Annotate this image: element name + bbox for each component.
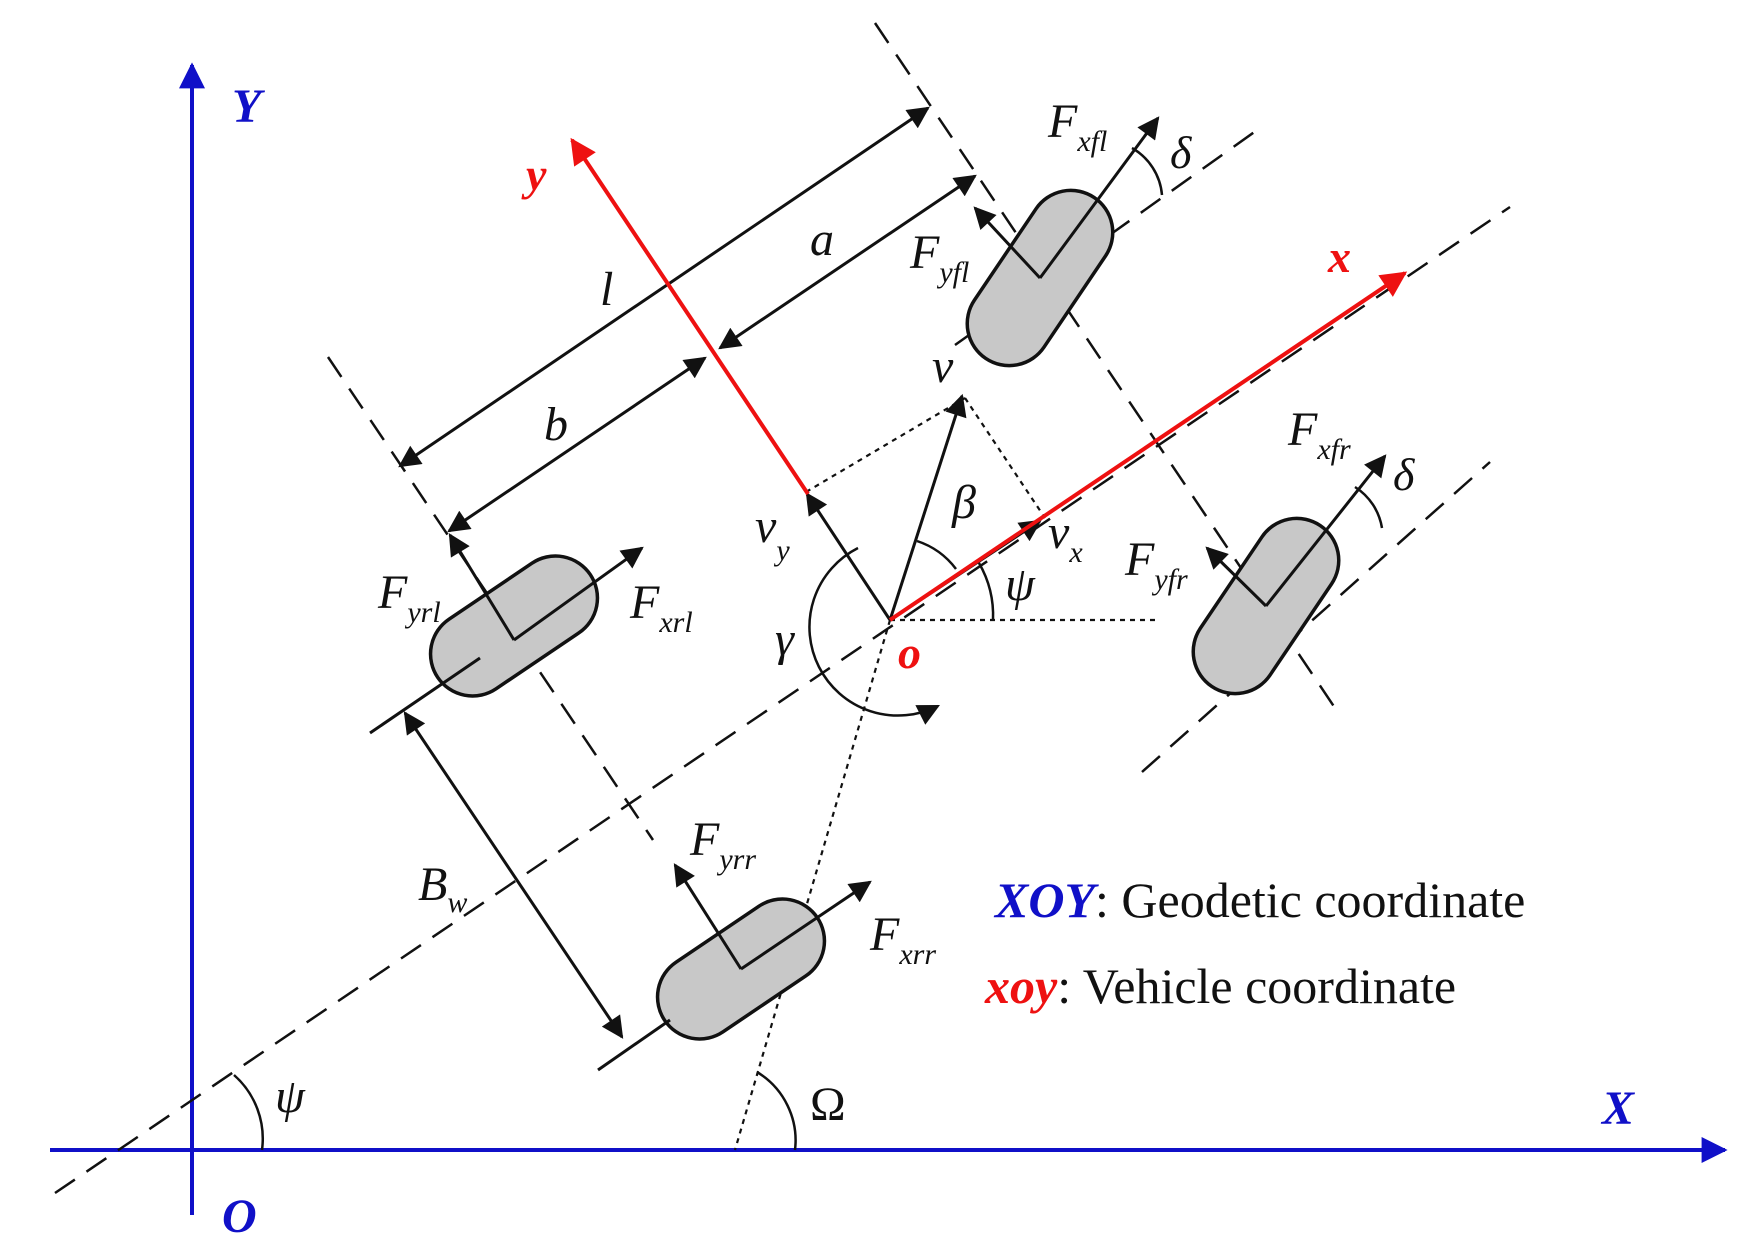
gamma-label: γ bbox=[775, 613, 795, 666]
fyfr-label: Fyfr bbox=[1124, 533, 1188, 596]
psi-vehicle-arc bbox=[977, 562, 995, 621]
fxfl-main: F bbox=[1047, 95, 1078, 148]
dimension-l-arrow bbox=[398, 106, 930, 468]
dimension-b-arrow bbox=[447, 356, 707, 533]
delta-fr-label: δ bbox=[1393, 449, 1415, 500]
fyfr-sub: yfr bbox=[1151, 563, 1188, 596]
fyfr-arrow bbox=[1205, 546, 1268, 608]
delta-fr-arc bbox=[1354, 485, 1384, 529]
omega-label: Ω bbox=[810, 1078, 846, 1131]
fyfl-arrow bbox=[973, 206, 1042, 280]
front-left-wheel-plane bbox=[954, 126, 1261, 347]
bw-sub: w bbox=[447, 886, 467, 919]
fyfl-label: Fyfl bbox=[909, 226, 969, 289]
vx-main: v bbox=[1048, 506, 1070, 559]
fyrr-label: Fyrr bbox=[689, 813, 756, 876]
legend-vehicle-key: xoy bbox=[984, 958, 1058, 1014]
fxfr-label: Fxfr bbox=[1287, 403, 1351, 466]
dimension-bw-label: Bw bbox=[418, 858, 467, 919]
vehicle-y-axis bbox=[570, 137, 810, 496]
fyrr-sub: yrr bbox=[716, 843, 756, 876]
vehicle-x-label: x bbox=[1327, 231, 1351, 282]
fxrl-sub: xrl bbox=[658, 606, 692, 639]
vehicle-x-extension bbox=[54, 205, 1511, 1195]
vehicle-y-label: y bbox=[521, 149, 547, 200]
fyrl-arrow bbox=[448, 533, 516, 641]
fxfl-arrow bbox=[1038, 116, 1160, 279]
v-label: v bbox=[932, 340, 954, 393]
fxfr-arrow bbox=[1264, 454, 1387, 607]
fxfl-label: Fxfl bbox=[1047, 95, 1107, 158]
force-arrows bbox=[448, 116, 1387, 971]
rear-axle-tick-2 bbox=[597, 1018, 671, 1072]
dimension-l-label: l bbox=[600, 263, 613, 316]
legend-geodetic-text: : Geodetic coordinate bbox=[1095, 872, 1525, 928]
legend-vehicle: xoy: Vehicle coordinate bbox=[984, 958, 1456, 1014]
psi-ground-label: ψ bbox=[275, 1070, 306, 1123]
fxrr-main: F bbox=[869, 908, 900, 961]
geodetic-y-label: Y bbox=[232, 80, 265, 133]
legend-geodetic-key: XOY bbox=[993, 872, 1099, 928]
fxrr-arrow bbox=[740, 880, 872, 971]
legend: XOY: Geodetic coordinate xoy: Vehicle co… bbox=[984, 872, 1525, 1014]
omega-arc bbox=[756, 1070, 797, 1151]
labels: Y X O y x o l a b Bw v vy vx β ψ γ ψ Ω δ… bbox=[222, 80, 1635, 1243]
vehicle-axes bbox=[570, 137, 1408, 622]
fxrl-arrow bbox=[513, 546, 644, 642]
legend-geodetic: XOY: Geodetic coordinate bbox=[993, 872, 1525, 928]
rear-left-wheel bbox=[428, 554, 600, 698]
fxrr-sub: xrr bbox=[898, 938, 936, 971]
geodetic-axes bbox=[50, 62, 1728, 1215]
legend-vehicle-text: : Vehicle coordinate bbox=[1057, 958, 1456, 1014]
dimension-a-label: a bbox=[810, 213, 834, 266]
fyfl-main: F bbox=[909, 226, 940, 279]
vy-label: vy bbox=[755, 500, 790, 567]
fyrl-main: F bbox=[377, 566, 408, 619]
rear-axle-line bbox=[326, 356, 655, 841]
delta-fl-arc bbox=[1131, 146, 1164, 196]
delta-fl-label: δ bbox=[1170, 127, 1192, 178]
psi-vehicle-label: ψ bbox=[1005, 558, 1036, 611]
vx-label: vx bbox=[1048, 506, 1083, 569]
vy-arrow bbox=[805, 492, 892, 621]
fxfr-main: F bbox=[1287, 403, 1318, 456]
fyrr-main: F bbox=[689, 813, 720, 866]
fxrl-main: F bbox=[629, 576, 660, 629]
v-arrow bbox=[888, 393, 967, 621]
dotted-guides bbox=[733, 397, 1155, 1151]
vehicle-origin-label: o bbox=[898, 627, 921, 678]
bw-main: B bbox=[418, 858, 447, 911]
fyfr-main: F bbox=[1124, 533, 1155, 586]
vy-sub: y bbox=[773, 534, 790, 567]
geodetic-origin-label: O bbox=[222, 1190, 257, 1243]
vx-projection bbox=[964, 397, 1046, 519]
vy-main: v bbox=[755, 500, 777, 553]
fxfr-sub: xfr bbox=[1316, 433, 1351, 466]
dimension-b-label: b bbox=[544, 398, 568, 451]
beta-arc bbox=[916, 539, 957, 570]
geodetic-x-label: X bbox=[1600, 1082, 1635, 1135]
beta-label: β bbox=[951, 476, 976, 529]
angle-arcs bbox=[233, 146, 1384, 1151]
fyrl-label: Fyrl bbox=[377, 566, 441, 629]
rear-axle-tick bbox=[369, 656, 481, 735]
front-right-wheel-plane bbox=[1141, 461, 1491, 773]
fyrl-sub: yrl bbox=[404, 596, 440, 629]
fxrl-label: Fxrl bbox=[629, 576, 693, 639]
dimension-arrows bbox=[369, 106, 977, 1072]
vehicle-x-axis bbox=[888, 271, 1408, 622]
fxrr-label: Fxrr bbox=[869, 908, 936, 971]
psi-ground-arc bbox=[233, 1074, 264, 1151]
dimension-a-arrow bbox=[718, 174, 977, 350]
vy-projection bbox=[805, 397, 966, 493]
fyrr-arrow bbox=[673, 863, 743, 970]
fxfl-sub: xfl bbox=[1076, 125, 1107, 158]
dimension-bw-arrow bbox=[403, 711, 624, 1039]
vx-sub: x bbox=[1068, 536, 1083, 569]
fyfl-sub: yfl bbox=[936, 256, 969, 289]
gamma-arc bbox=[808, 546, 940, 725]
